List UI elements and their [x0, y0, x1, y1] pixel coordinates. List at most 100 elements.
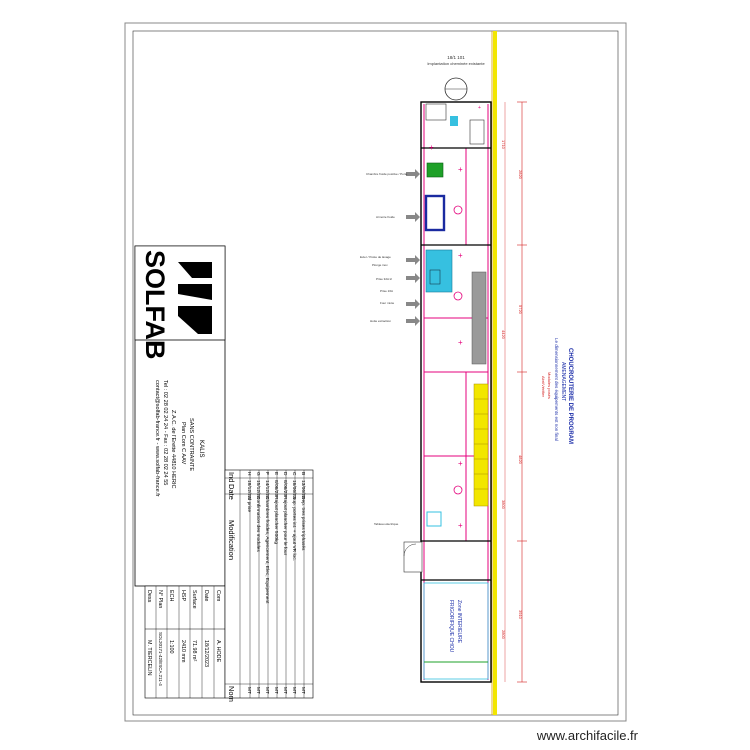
tb-key-1: Date: [203, 590, 209, 601]
rev-cell-date: 8/06/23: [273, 480, 279, 496]
side-note-2: Abri/Vérifier: [541, 376, 546, 398]
dim-1: 2820: [518, 170, 523, 180]
rev-cell-ind: E: [273, 472, 279, 475]
dim-2: 5720: [518, 305, 523, 315]
svg-text:+: +: [478, 105, 481, 111]
side-title: CHOUCROUTERIE DE PROGRAM: [567, 348, 573, 444]
tb-address: Z.A.C. de l'Erette 44810 HERIC: [170, 410, 176, 488]
rev-h-mod: Modification: [227, 520, 236, 560]
rev-cell-ind: B: [300, 472, 306, 475]
cyan-equipment: [425, 249, 453, 293]
callout-7: Four mixte: [380, 301, 395, 305]
svg-text:+: +: [458, 251, 463, 260]
tb-contact: contact@solfab-france.fr - www.solfab-fr…: [154, 380, 160, 497]
svg-text:+: +: [458, 165, 463, 174]
dim-4: 3910: [518, 610, 523, 620]
rev-cell-date: 14/12/23: [264, 480, 270, 499]
rev-h-ind: Ind: [227, 472, 236, 482]
tb-info-table: Com A. HODE Date 18/12/2023 Surface 71.9…: [144, 585, 226, 699]
svg-text:+: +: [458, 459, 463, 468]
rev-cell-date: 15/12/23: [255, 480, 261, 499]
rev-cell-mod: Dep. tres prises triphasés: [300, 496, 306, 551]
rev-cell-mod: Chambres froides, Agencement, Elec, Equi…: [264, 496, 270, 604]
rev-cell-nom: MT: [291, 687, 297, 694]
solfab-logo: SOLFAB: [140, 250, 212, 360]
rev-cell-nom: MT: [264, 687, 270, 694]
callout-6: Prise 16A: [380, 289, 393, 293]
inner-walls: [421, 147, 491, 581]
tb-company: KALIS: [198, 440, 205, 458]
sanitary-block: +: [425, 103, 485, 145]
rev-cell-ind: C: [291, 472, 297, 476]
dim-3: 4820: [518, 455, 523, 465]
rev-cell-mod: Rajout plancher pour le four: [282, 496, 288, 556]
cold-room: [424, 194, 446, 232]
tb-key-5: N° Plan: [157, 590, 163, 608]
svg-text:+: +: [458, 338, 463, 347]
top-label: 18/1 101: [447, 55, 465, 60]
callouts: Chambre froide positive / Porte Armoire …: [360, 169, 420, 526]
title-block: SOLFAB KALIS SANS CONTRAINTE Plan Com C …: [134, 245, 226, 587]
green-equipment: [426, 162, 444, 178]
callout-9: Tableau électrique: [374, 522, 399, 526]
tb-key-4: ECH: [168, 590, 174, 601]
side-title-group: CHOUCROUTERIE DE PROGRAM AMENAGEMENT Le …: [541, 338, 573, 444]
dim-8: 2800: [501, 630, 506, 640]
callout-3: Evier / Poste de lavage: [360, 255, 391, 259]
svg-text:+: +: [458, 521, 463, 530]
rev-cell-mod: Rajout plancher 500kg: [273, 496, 279, 544]
rev-cell-nom: MT: [300, 687, 306, 694]
callout-4: Plonge inox: [372, 263, 388, 267]
top-label-2: Implantation cheminée existante: [427, 61, 485, 66]
callout-5: Prise 32A tri: [376, 277, 393, 281]
watermark: www.archifacile.fr: [536, 728, 638, 743]
tb-plan-label: Plan Com C AAV: [180, 422, 186, 464]
rev-cell-mod: Confirmation des modules: [255, 496, 261, 552]
top-entry: 18/1 101 Implantation cheminée existante: [427, 55, 485, 101]
rev-cell-ind: H: [246, 472, 252, 476]
rev-h-nom: Nom: [227, 686, 236, 702]
tb-key-3: HSP: [180, 590, 186, 601]
tb-val-4: 1:100: [168, 640, 174, 654]
rev-cell-nom: MT: [255, 687, 261, 694]
rev-cell-date: 13/06/23: [300, 480, 306, 499]
callout-2: Armoire froide: [376, 215, 395, 219]
tb-key-6: Dess: [146, 590, 152, 603]
rev-cell-nom: MT: [273, 687, 279, 694]
rev-h-date: Date: [227, 484, 236, 500]
rev-cell-ind: G: [255, 472, 261, 476]
plus-markers: + + + + + +: [429, 143, 463, 530]
rev-cell-ind: D: [282, 472, 288, 476]
dim-7: 3800: [501, 500, 506, 510]
dim-5: 1710: [501, 140, 506, 150]
yellow-shelving: [473, 383, 489, 507]
side-sub-2: Le dimensionnement des équipements est n…: [554, 338, 559, 441]
rev-cell-mod: Sup. portes int. + ajout VR loc.: [291, 496, 297, 561]
callout-1: Chambre froide positive / Porte: [366, 172, 408, 176]
tb-key-0: Com: [215, 590, 221, 602]
dim-6: 4420: [501, 330, 506, 340]
svg-text:SOLFAB: SOLFAB: [140, 250, 170, 360]
tb-val-1: 18/12/2023: [203, 640, 209, 667]
tb-subtitle: SANS CONTRAINTE: [188, 418, 194, 471]
inner-border: [132, 30, 619, 716]
tb-val-2: 71.98 m²: [191, 640, 197, 661]
rev-cell-date: 8/06/23: [282, 480, 288, 496]
tb-val-5: SOL20171-42/ESCA 211-4: [158, 632, 163, 686]
lower-zone: Zone INTERIEURE FRIGORIFIQUE CHOU: [403, 511, 489, 680]
tb-key-2: Surface: [191, 590, 197, 609]
rev-cell-nom: MT: [282, 687, 288, 694]
grey-block: [471, 271, 487, 365]
dimension-chain: 2820 5720 4820 3910 1710 4420 3800 2800: [501, 101, 527, 683]
rev-cell-nom: MT: [246, 687, 252, 694]
zone-label-1: Zone INTERIEURE: [456, 600, 462, 644]
circle-markers: [453, 205, 463, 495]
svg-text:+: +: [429, 143, 434, 152]
side-note-1: Modules posés: [547, 372, 552, 399]
rev-cell-date: 18/12/23: [246, 480, 252, 499]
tb-val-3: 2410 mm: [180, 640, 186, 663]
tb-val-0: A. HODE: [215, 640, 221, 663]
rev-cell-mod: rd prise: [246, 496, 252, 512]
